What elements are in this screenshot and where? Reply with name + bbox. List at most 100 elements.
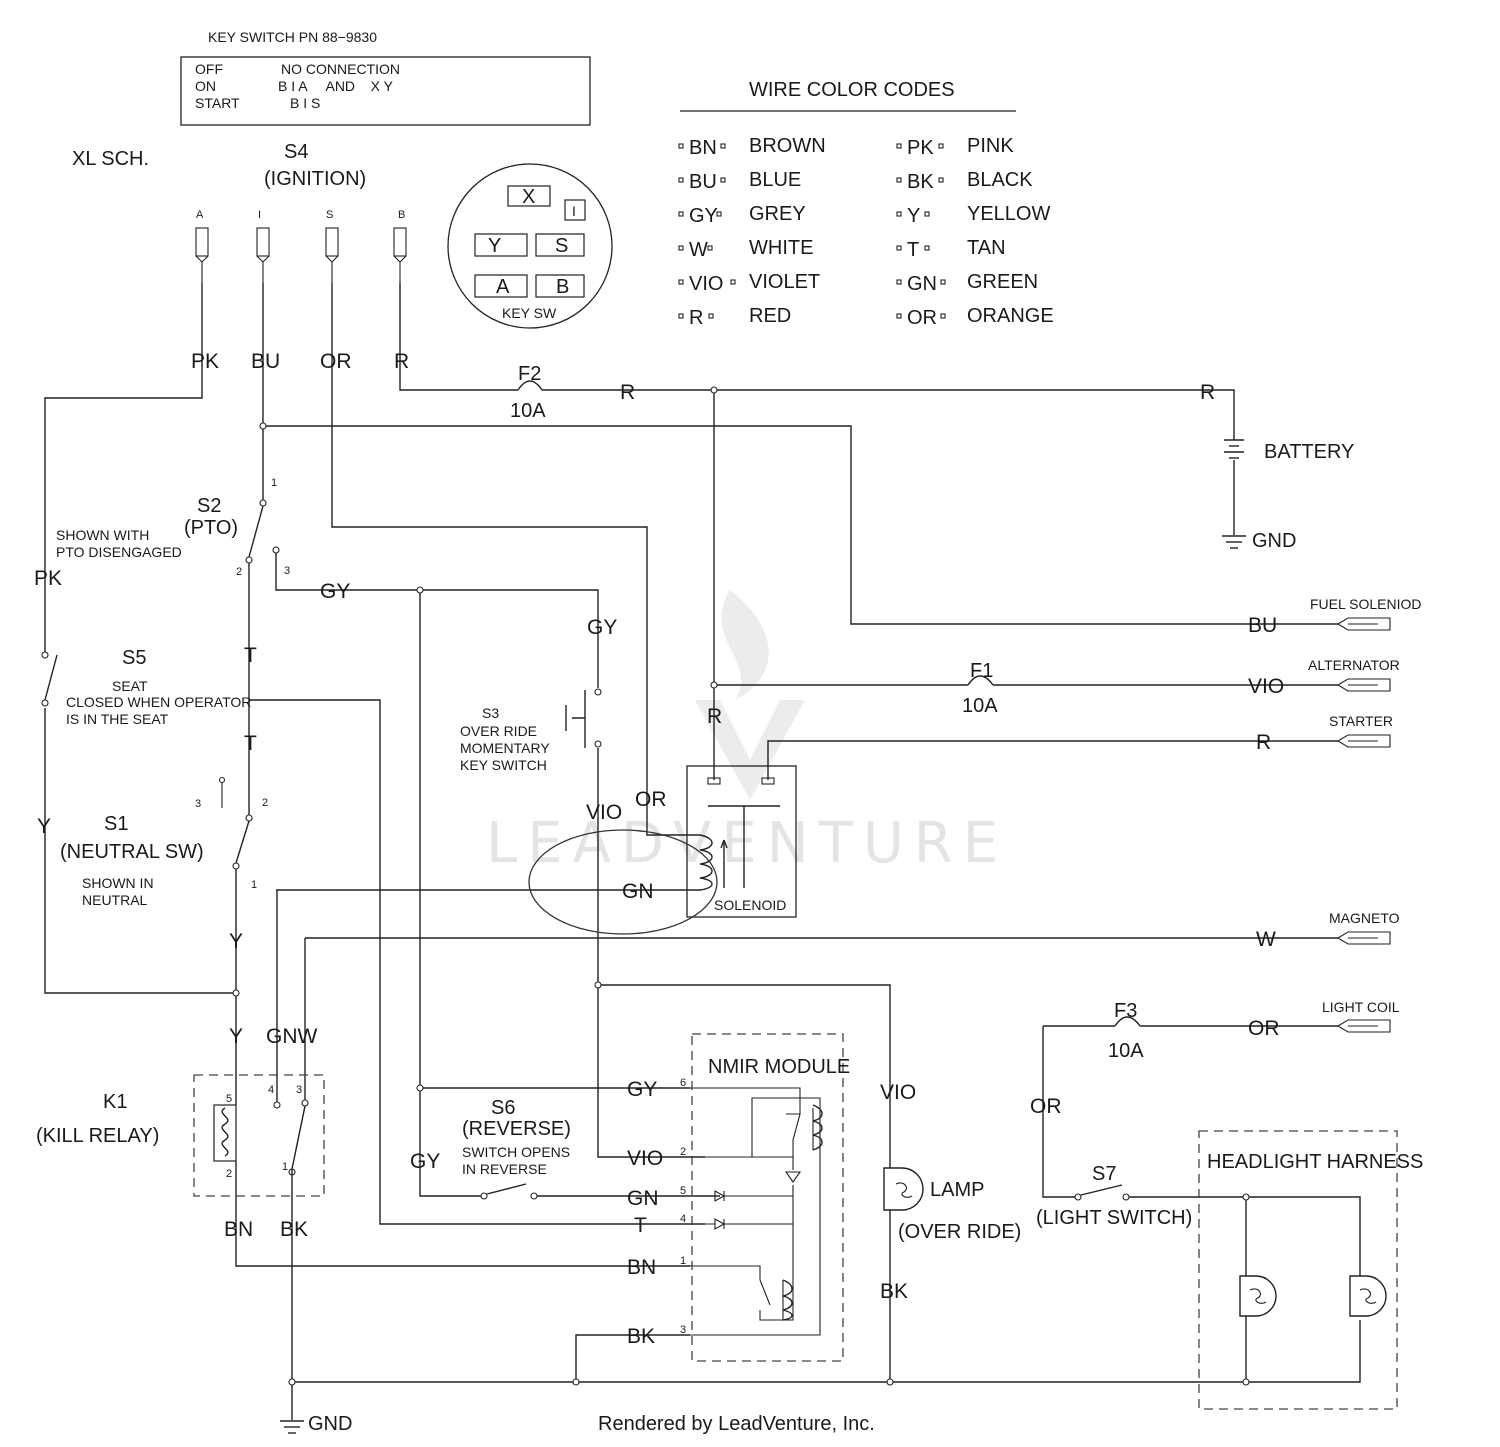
connector-starter-label: STARTER [1329, 713, 1393, 729]
wire-label-or-top: OR [320, 350, 352, 373]
wire-label-bk-lamp: BK [880, 1280, 908, 1303]
s5-id: S5 [122, 647, 146, 669]
connector-fuel-icon [1336, 617, 1391, 631]
s3-note-3: KEY SWITCH [460, 757, 547, 773]
k1-pin-3: 3 [296, 1084, 302, 1096]
k1-pin-4: 4 [268, 1084, 274, 1096]
nmir-pin-4: 4 [680, 1213, 686, 1225]
s1-pin-3: 3 [195, 798, 201, 810]
fuse-f2-id: F2 [518, 363, 541, 385]
s2-blade-icon [248, 505, 264, 558]
k1-kill-relay: 5 4 3 2 1 K1 (KILL RELAY) [36, 1074, 325, 1197]
s3-note-2: MOMENTARY [460, 740, 550, 756]
wire-label-t-nmir: T [634, 1214, 647, 1237]
wire-label-bn-relay: BN [224, 1218, 253, 1241]
key-switch-title: KEY SWITCH PN 88−9830 [208, 29, 377, 45]
wire-name-red: RED [749, 305, 791, 327]
watermark-text: LEADVENTURE [486, 811, 1008, 876]
wire-label-r-starter: R [1256, 731, 1271, 754]
connector-alternator-label: ALTERNATOR [1308, 657, 1400, 673]
s6-blade-icon [486, 1183, 527, 1195]
wire-code-r: R [689, 307, 703, 329]
s2-name: (PTO) [184, 517, 238, 539]
key-sw-key-a: A [496, 276, 510, 298]
wire-name-pink: PINK [967, 135, 1014, 157]
s7-name: (LIGHT SWITCH) [1036, 1207, 1192, 1229]
k1-pin-5: 5 [226, 1093, 232, 1105]
wire-label-bn-nmir: BN [627, 1256, 656, 1279]
lamp-override: LAMP (OVER RIDE) [883, 1167, 1021, 1243]
wire-code-t: T [907, 239, 919, 261]
connector-light-coil-label: LIGHT COIL [1322, 999, 1400, 1015]
wire-code-bu: BU [689, 171, 717, 193]
wire-label-or-solenoid: OR [635, 788, 667, 811]
s5-seat-switch: S5 SEAT CLOSED WHEN OPERATOR IS IN THE S… [41, 647, 251, 727]
s4-connector-i-icon [256, 227, 270, 257]
wire-label-y-mid: Y [229, 930, 243, 953]
s2-pto-switch: 1 2 3 S2 (PTO) SHOWN WITH PTO DISENGAGED [56, 477, 290, 578]
nmir-pin-5: 5 [680, 1185, 686, 1197]
wire-code-w: W [689, 239, 708, 261]
s2-note-2: PTO DISENGAGED [56, 544, 182, 560]
nmir-internal-circuit [690, 1087, 821, 1336]
wire-label-pk-left: PK [34, 567, 62, 590]
main-ground: GND [280, 1413, 352, 1435]
key-switch-pos-on: ON [195, 78, 216, 94]
wire-label-vio-s3: VIO [586, 801, 622, 824]
s1-name: (NEUTRAL SW) [60, 841, 204, 863]
headlight-box [1198, 1130, 1398, 1410]
s4-connector-s-icon [325, 227, 339, 257]
nmir-relay2-coil-icon [782, 1279, 793, 1321]
fuse-f3-rating: 10A [1108, 1040, 1144, 1062]
wire-label-t-upper: T [244, 644, 257, 667]
wire-name-white: WHITE [749, 237, 813, 259]
nmir-relay1-coil-icon [812, 1104, 823, 1151]
fuse-f3: F3 10A [1108, 1000, 1144, 1062]
wire-label-or-s7: OR [1030, 1095, 1062, 1118]
legend-wire-stub-icons [678, 143, 946, 319]
lamp-override-icon [883, 1167, 924, 1211]
s4-terminal-i: I [258, 209, 261, 221]
connector-light-coil-icon [1336, 1019, 1391, 1033]
fuse-f2-rating: 10A [510, 400, 546, 422]
s4-connector-a-icon [195, 227, 209, 257]
key-switch-table: KEY SWITCH PN 88−9830 OFF NO CONNECTION … [180, 29, 591, 126]
fuse-f2: F2 10A [510, 363, 546, 422]
nmir-pin-2: 2 [680, 1146, 686, 1158]
wire-label-vio-nmir: VIO [627, 1147, 663, 1170]
wire-label-bk-relay: BK [280, 1218, 308, 1241]
key-switch-conn-start: B I S [290, 95, 320, 111]
s4-connector-b-icon [393, 227, 407, 257]
s1-blade-icon [235, 820, 250, 864]
headlight-label: HEADLIGHT HARNESS [1207, 1151, 1423, 1173]
connector-fuel: FUEL SOLENIOD [1310, 596, 1422, 631]
key-switch-table-border [180, 56, 591, 126]
s2-pin-3: 3 [284, 565, 290, 577]
key-sw-key-i: I [572, 203, 576, 219]
schematic-label: XL SCH. [72, 148, 149, 170]
connector-magneto: MAGNETO [1329, 910, 1400, 945]
watermark-v-icon [695, 700, 805, 800]
s5-blade-icon [44, 654, 58, 701]
s3-note-1: OVER RIDE [460, 723, 537, 739]
highlight-ellipse [528, 829, 718, 935]
headlight-right-lamp-icon [1349, 1275, 1387, 1317]
s1-neutral-switch: 3 2 1 S1 (NEUTRAL SW) SHOWN IN NEUTRAL [60, 776, 268, 908]
key-switch-conn-off: NO CONNECTION [281, 61, 400, 77]
s4-terminal-s: S [326, 209, 333, 221]
connector-starter: STARTER [1329, 713, 1393, 748]
wire-label-gnw-relay: GNW [266, 1025, 318, 1048]
s4-terminal-b: B [398, 209, 405, 221]
key-switch-pos-start: START [195, 95, 240, 111]
s7-blade-icon [1080, 1184, 1123, 1196]
solenoid-box [686, 765, 797, 918]
fuse-f1: F1 10A [962, 660, 998, 717]
lamp-name: (OVER RIDE) [898, 1221, 1021, 1243]
k1-pin-2: 2 [226, 1168, 232, 1180]
wire-label-or-lightcoil: OR [1248, 1017, 1280, 1040]
s2-pin-1: 1 [271, 477, 277, 489]
watermark-flame-icon [721, 590, 769, 700]
s1-pin-2: 2 [262, 797, 268, 809]
nmir-module: NMIR MODULE 6 2 5 4 1 3 [680, 1033, 850, 1362]
